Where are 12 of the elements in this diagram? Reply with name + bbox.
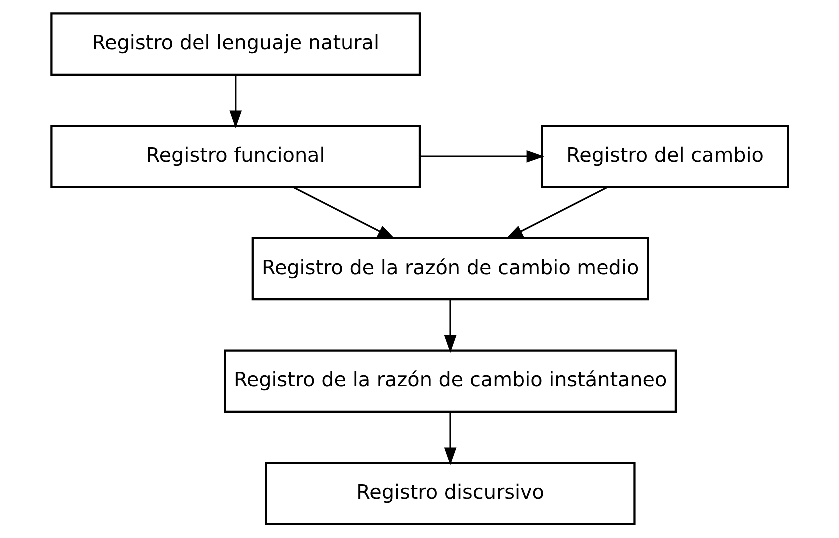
node-box: Registro funcional <box>50 125 421 188</box>
arrow <box>505 186 608 240</box>
node-box: Registro del cambio <box>540 125 789 188</box>
node-box: Registro de la razón de cambio medio <box>251 237 649 301</box>
node-box: Registro discursivo <box>264 462 636 526</box>
arrow <box>420 150 544 163</box>
node-box: Registro del lenguaje natural <box>50 12 421 76</box>
arrow <box>444 300 456 354</box>
arrow <box>444 412 456 466</box>
node-box: Registro de la razón de cambio instántaneo <box>224 350 677 413</box>
arrow <box>292 186 396 240</box>
arrow <box>229 75 242 128</box>
